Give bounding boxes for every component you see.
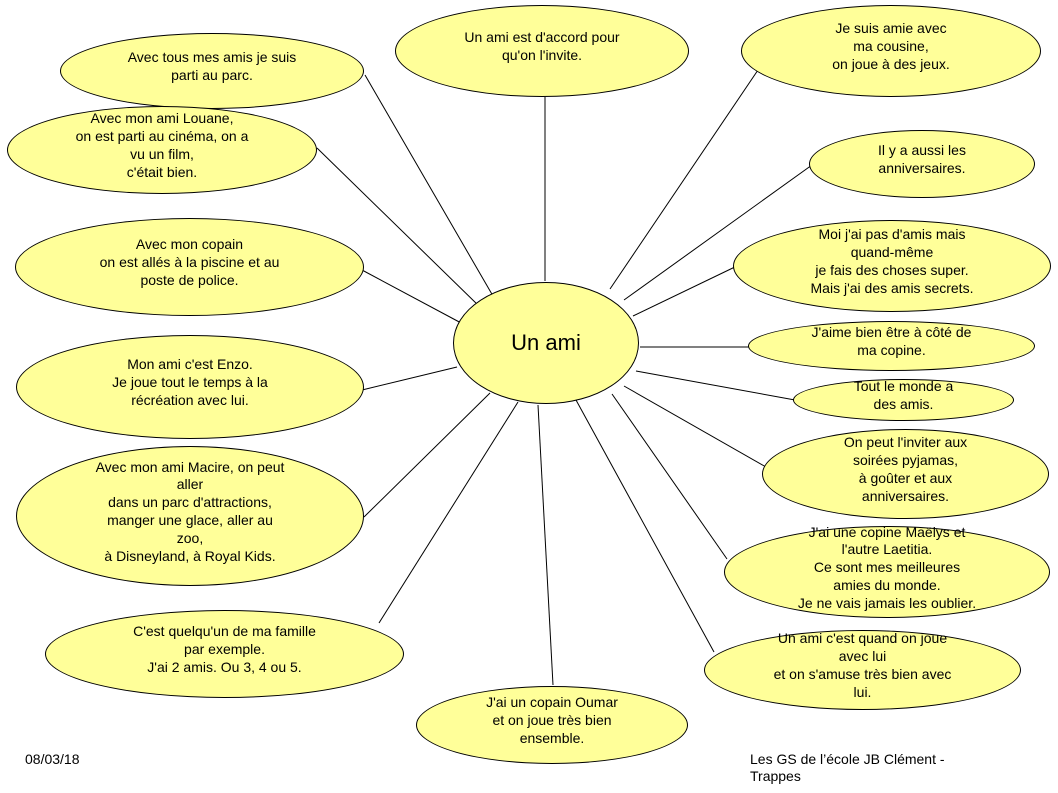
idea-bubble-invite: Un ami est d'accord pour qu'on l'invite. (395, 5, 689, 97)
idea-text: Avec tous mes amis je suis parti au parc… (127, 49, 297, 83)
idea-bubble-maelys: J'ai une copine Maëlys et l'autre Laetit… (724, 523, 1050, 618)
idea-text: Avec mon copain on est allés à la piscin… (99, 236, 280, 288)
connector-line (635, 370, 796, 401)
connector-line (364, 74, 494, 297)
connector-line (361, 366, 458, 391)
idea-bubble-macire: Avec mon ami Macire, on peut aller dans … (16, 446, 364, 586)
idea-bubble-birthdays: Il y a aussi les anniversaires. (809, 130, 1035, 198)
idea-bubble-cousin: Je suis amie avec ma cousine, on joue à … (741, 5, 1041, 97)
idea-bubble-park: Avec tous mes amis je suis parti au parc… (60, 33, 364, 109)
idea-bubble-everyone: Tout le monde a des amis. (793, 378, 1014, 421)
connector-line (609, 69, 759, 290)
idea-text: J'aime bien être à côté de ma copine. (811, 324, 972, 358)
idea-text: Un ami est d'accord pour qu'on l'invite. (464, 29, 620, 63)
idea-text: J'ai un copain Oumar et on joue très bie… (486, 694, 618, 746)
idea-bubble-sleepover: On peut l'inviter aux soirées pyjamas, à… (762, 429, 1049, 519)
connector-line (632, 264, 740, 317)
footer-credit: Les GS de l’école JB Clément - Trappes (750, 751, 945, 784)
idea-text: Avec mon ami Louane, on est parti au cin… (75, 110, 249, 180)
connector-line (611, 393, 728, 560)
idea-text: Mon ami c'est Enzo. Je joue tout le temp… (112, 356, 268, 408)
idea-text: Je suis amie avec ma cousine, on joue à … (832, 20, 950, 72)
idea-bubble-enzo: Mon ami c'est Enzo. Je joue tout le temp… (16, 335, 364, 439)
connector-line (623, 385, 767, 468)
idea-text: Moi j'ai pas d'amis mais quand-même je f… (810, 226, 974, 296)
idea-bubble-pool: Avec mon copain on est allés à la piscin… (15, 218, 364, 316)
center-node: Un ami (453, 282, 639, 404)
footer-date: 08/03/18 (25, 751, 80, 767)
connector-line (316, 147, 481, 308)
idea-text: Tout le monde a des amis. (853, 378, 954, 412)
idea-text: Avec mon ami Macire, on peut aller dans … (95, 458, 285, 564)
idea-text: Un ami c'est quand on joue avec lui et o… (773, 630, 952, 700)
idea-bubble-cinema: Avec mon ami Louane, on est parti au cin… (7, 106, 317, 194)
connector-line (575, 399, 715, 653)
connector-line (537, 404, 554, 686)
idea-bubble-play-fun: Un ami c'est quand on joue avec lui et o… (704, 630, 1021, 710)
idea-text: J'ai une copine Maëlys et l'autre Laetit… (797, 523, 977, 611)
idea-bubble-secret-friends: Moi j'ai pas d'amis mais quand-même je f… (733, 220, 1051, 312)
connector-line (363, 392, 491, 518)
center-label: Un ami (511, 330, 581, 355)
idea-text: C'est quelqu'un de ma famille par exempl… (133, 623, 316, 675)
connector-line (361, 269, 464, 325)
idea-text: Il y a aussi les anniversaires. (878, 142, 966, 176)
connector-line (378, 401, 519, 624)
idea-bubble-oumar: J'ai un copain Oumar et on joue très bie… (416, 686, 688, 764)
connector-line (623, 164, 813, 301)
idea-text: On peut l'inviter aux soirées pyjamas, à… (843, 434, 968, 504)
idea-bubble-family: C'est quelqu'un de ma famille par exempl… (45, 610, 404, 698)
idea-bubble-next-to: J'aime bien être à côté de ma copine. (748, 321, 1035, 371)
